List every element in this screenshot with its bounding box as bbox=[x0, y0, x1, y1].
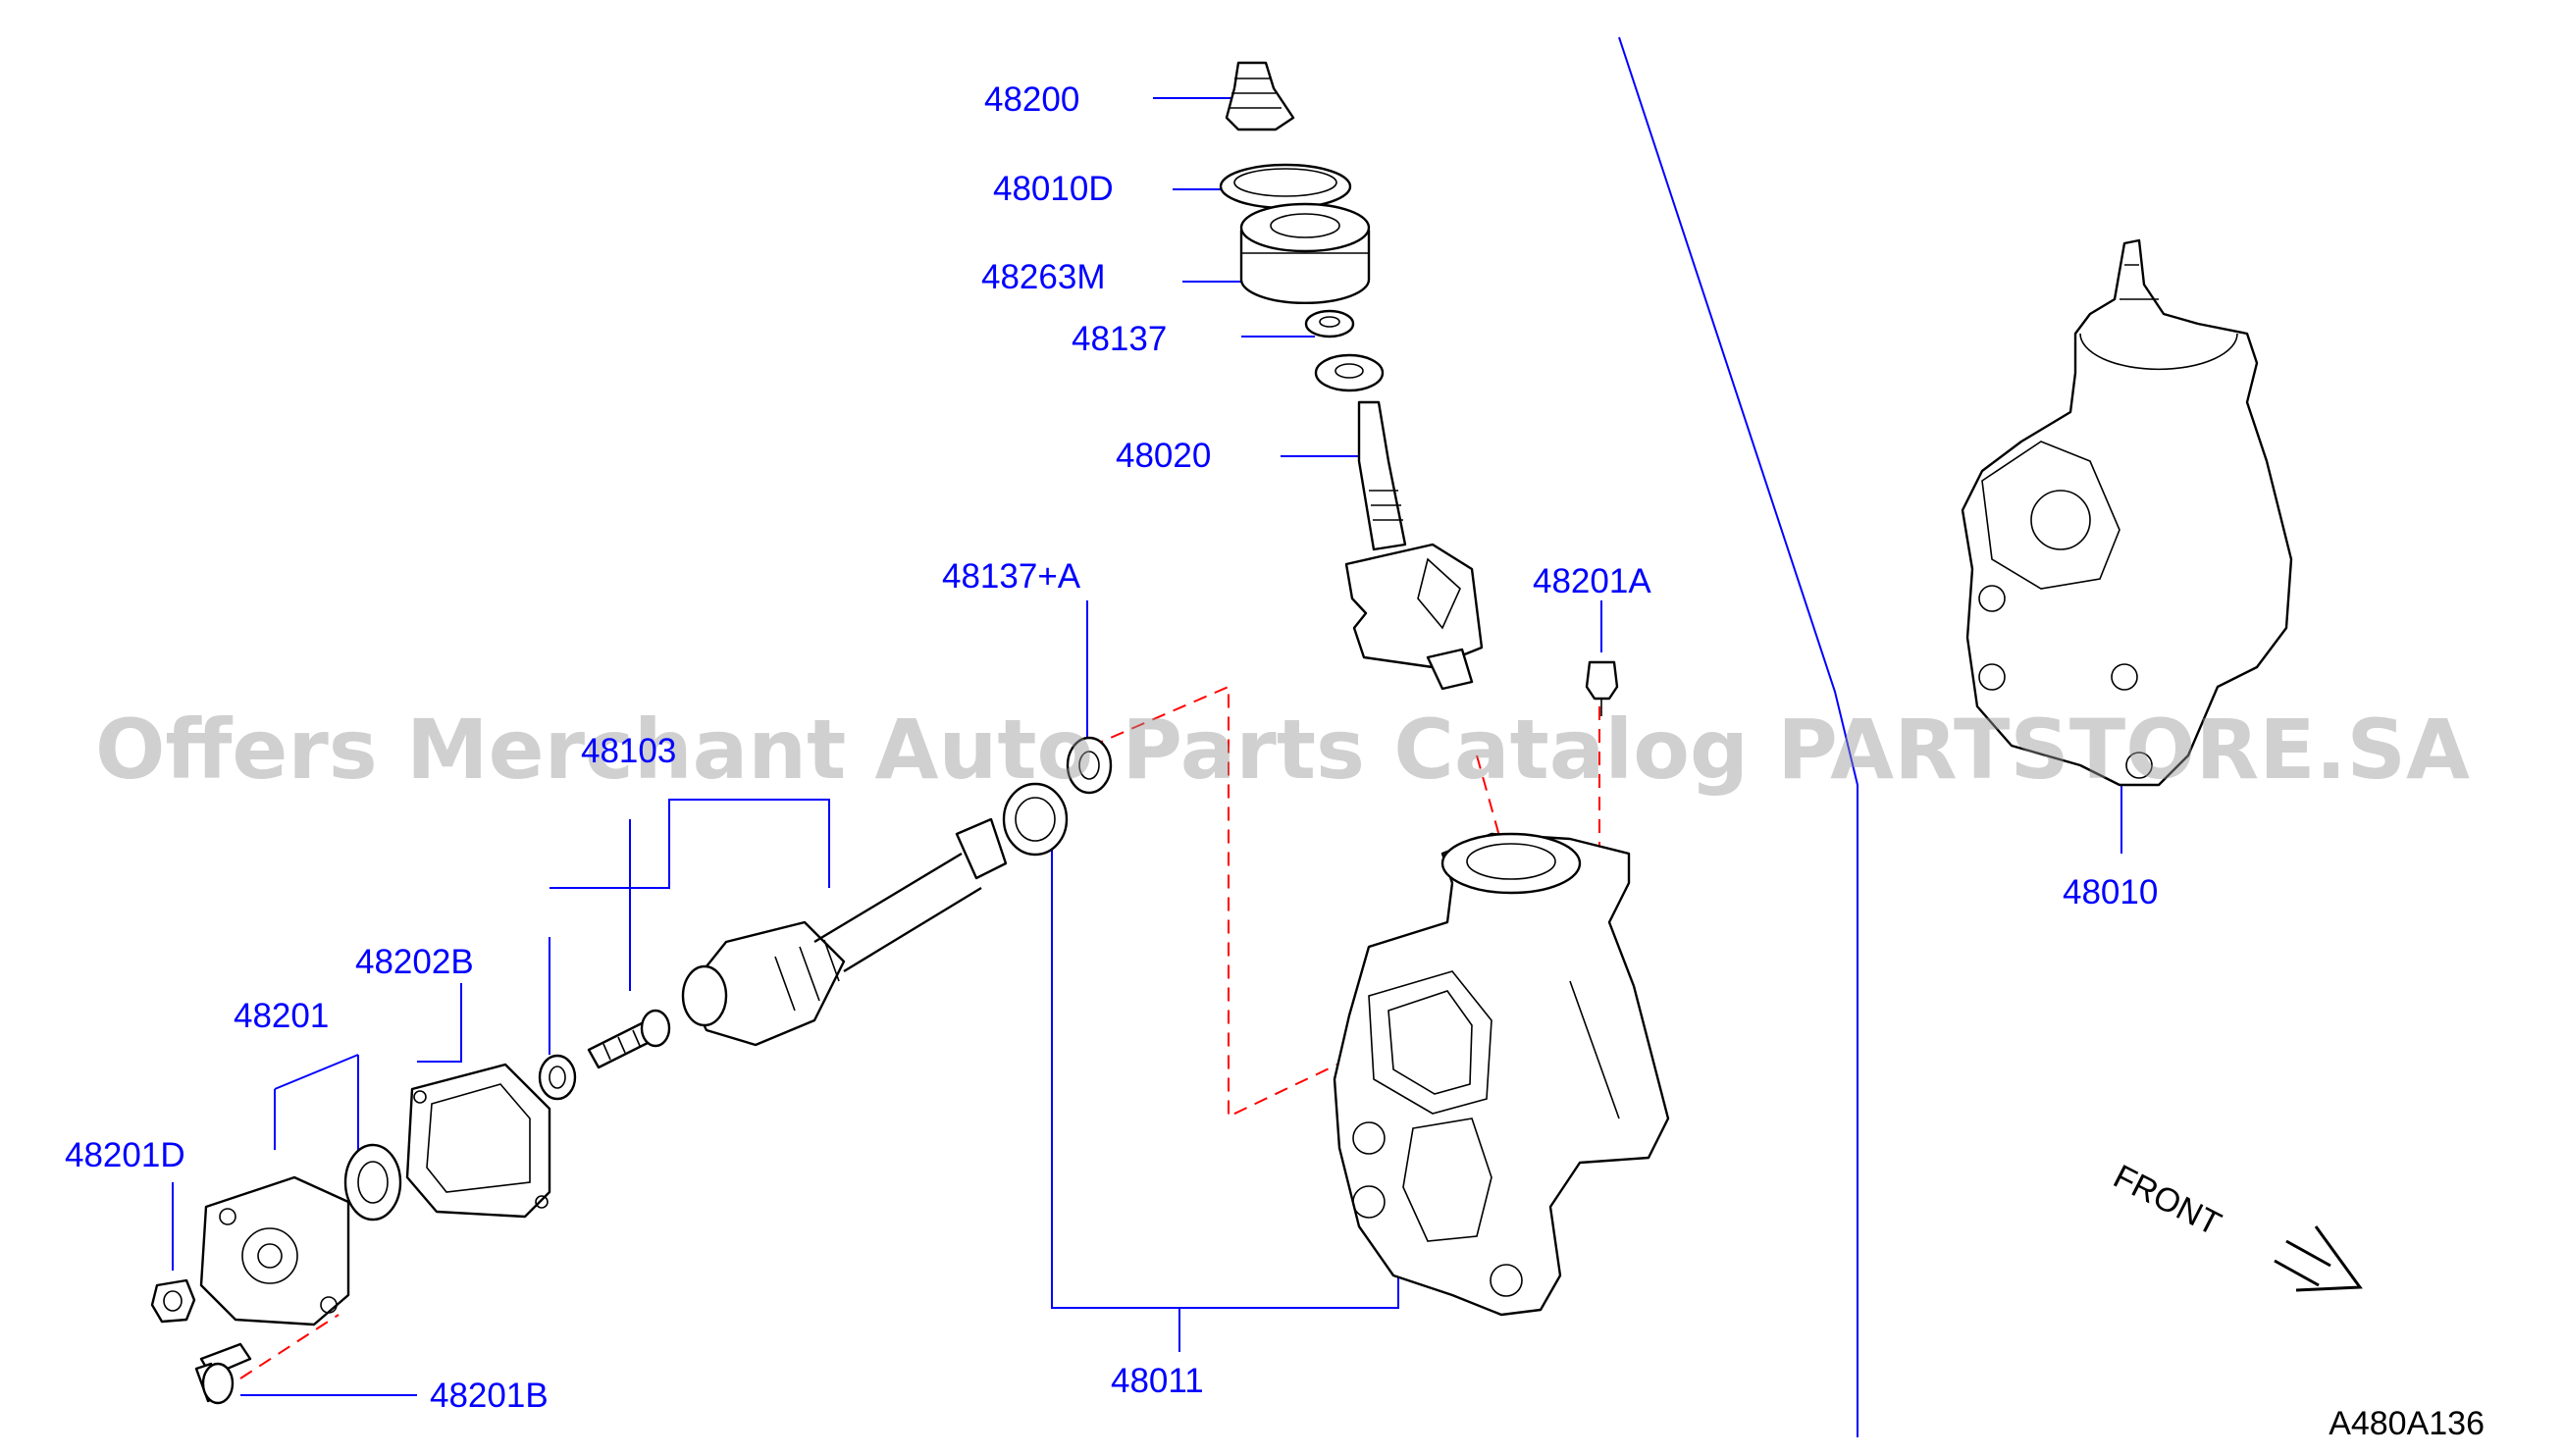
boot-48200[interactable] bbox=[1225, 61, 1295, 131]
bearing-48201[interactable] bbox=[343, 1143, 402, 1222]
bushing[interactable] bbox=[1002, 782, 1069, 857]
seal-48137[interactable] bbox=[1304, 309, 1385, 392]
worm-shaft-48020[interactable] bbox=[1344, 400, 1484, 691]
front-arrow-icon bbox=[2274, 1225, 2363, 1292]
callout-48201A[interactable]: 48201A bbox=[1533, 562, 1651, 600]
steering-gear-assembly-48010[interactable] bbox=[1961, 238, 2293, 787]
callout-48011[interactable]: 48011 bbox=[1111, 1362, 1204, 1400]
callout-48010D[interactable]: 48010D bbox=[993, 170, 1114, 208]
callout-48020[interactable]: 48020 bbox=[1116, 437, 1212, 475]
callout-48263M[interactable]: 48263M bbox=[981, 258, 1106, 296]
seal-48137A[interactable] bbox=[1066, 736, 1113, 795]
adjusting-nut-48010D[interactable] bbox=[1219, 163, 1352, 210]
washer[interactable] bbox=[538, 1054, 577, 1101]
diagram-code: A480A136 bbox=[2329, 1405, 2485, 1442]
callout-48201[interactable]: 48201 bbox=[234, 997, 330, 1035]
callout-48010[interactable]: 48010 bbox=[2063, 873, 2159, 911]
section-divider-line bbox=[1618, 36, 1858, 1437]
callout-48201B[interactable]: 48201B bbox=[430, 1377, 549, 1415]
assembly-centerlines bbox=[239, 685, 1600, 1379]
bearing-48263M[interactable] bbox=[1239, 202, 1371, 305]
leader-lines bbox=[172, 97, 2122, 1396]
callout-48103[interactable]: 48103 bbox=[581, 732, 677, 770]
callout-48137[interactable]: 48137 bbox=[1072, 320, 1168, 358]
callout-48202B[interactable]: 48202B bbox=[355, 943, 474, 981]
sector-shaft-48103[interactable] bbox=[681, 817, 1008, 1047]
adjusting-screw[interactable] bbox=[587, 1009, 671, 1069]
callout-48137A[interactable]: 48137+A bbox=[942, 557, 1081, 596]
nut-48201D[interactable] bbox=[150, 1278, 196, 1324]
bolt-48201B[interactable] bbox=[194, 1342, 252, 1405]
callout-48201D[interactable]: 48201D bbox=[65, 1136, 185, 1174]
gasket-48202B[interactable] bbox=[405, 1063, 551, 1219]
bleeder-48201A[interactable] bbox=[1585, 660, 1619, 716]
gear-housing-48011[interactable] bbox=[1333, 832, 1670, 1317]
cover-48201[interactable] bbox=[199, 1175, 350, 1326]
callout-48200[interactable]: 48200 bbox=[984, 80, 1080, 119]
